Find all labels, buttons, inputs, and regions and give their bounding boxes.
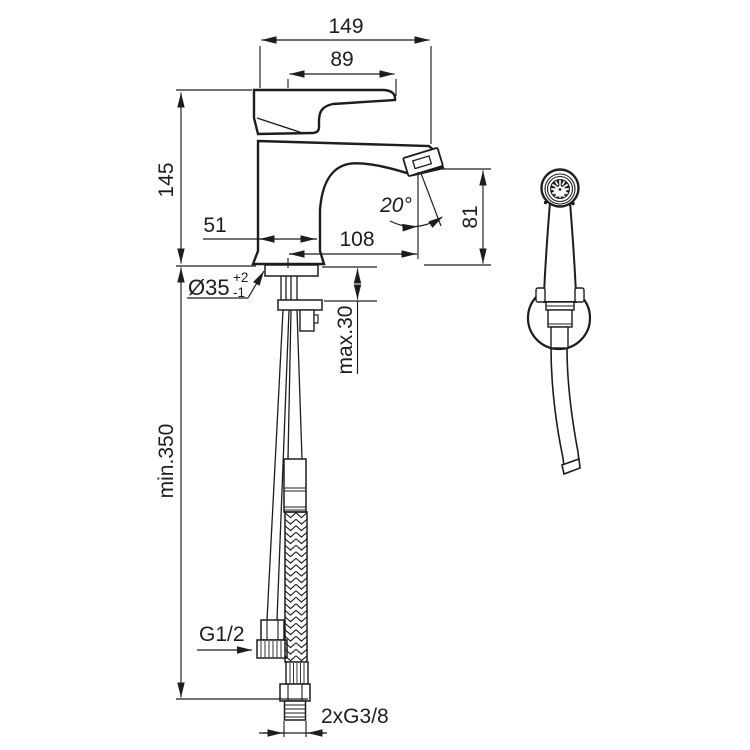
label-g12: G1/2 [199,623,245,646]
mounting-shank [264,264,319,277]
angle-arc-arrow-1 [402,223,418,232]
spray-head-screw-right [571,201,575,206]
label-dia35-minus: -1 [233,285,245,300]
spray-outlet-fitting [299,309,315,332]
faucet-mixer [251,88,445,721]
bracket-tab-right [574,287,585,303]
label-89: 89 [330,48,353,71]
label-149: 149 [328,15,363,38]
hand-spray [526,168,592,476]
spray-head-screw-left [543,200,548,205]
dimension-lines [176,36,491,737]
label-20deg: 20° [379,194,412,217]
dimension-labels: 149 89 145 min.350 51 108 20° 81 max.30 … [155,15,482,728]
label-dia35: Ø35 [188,275,230,300]
label-145: 145 [155,162,178,197]
g12-fitting [256,619,288,659]
angle-arc-arrow-2 [428,216,443,228]
g38-fitting [279,683,311,721]
lever-handle [252,88,397,136]
label-2xg38: 2xG3/8 [321,705,389,728]
bracket-tab-left [535,287,546,303]
braided-hose [284,511,308,663]
hose-crimp [285,661,309,685]
spray-supply-hose [266,309,290,621]
spray-handle [543,201,577,303]
dia35-leader [247,270,265,299]
lever-wedge-line [256,117,305,135]
aerator-face [411,155,433,170]
spray-outlet-fitting-tab [313,314,319,324]
spray-hose-end [561,457,581,476]
label-108: 108 [339,228,374,251]
spout-outlet [402,147,444,177]
label-51: 51 [203,214,226,237]
label-min350: min.350 [155,424,178,499]
flow-direction-line [419,171,442,227]
supply-tubes-upper [280,276,298,300]
spray-hose [550,347,580,467]
mounting-washer [277,299,323,311]
spray-nozzle-center [558,188,562,191]
hose-connector [283,458,307,513]
main-supply-hose [287,309,303,460]
label-dia35-plus: +2 [233,270,248,285]
spray-adapter [545,301,575,349]
label-81: 81 [459,205,482,228]
label-max30: max.30 [334,306,357,375]
